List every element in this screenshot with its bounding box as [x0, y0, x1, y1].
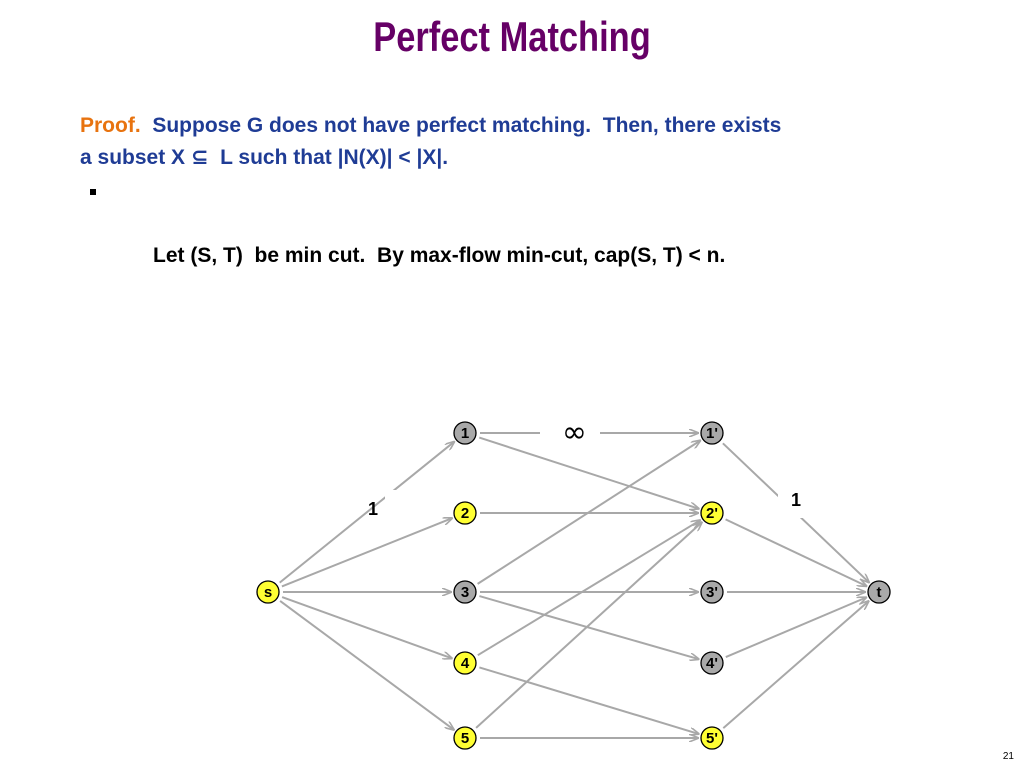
node-label: 4	[461, 655, 470, 672]
node-label: 1	[461, 425, 469, 442]
node-circle	[453, 726, 477, 750]
node-5: 5	[453, 726, 477, 750]
edge-2p-to-t	[725, 518, 867, 586]
node-circle	[453, 421, 477, 445]
proof-line-1: Proof. Suppose G does not have perfect m…	[80, 110, 980, 142]
node-1p: 1'	[700, 421, 724, 445]
node-circle	[700, 726, 724, 750]
proof-text-1: Suppose G does not have perfect matching…	[140, 114, 782, 137]
node-circle	[700, 501, 724, 525]
node-label: t	[877, 584, 882, 601]
edge-s-to-5	[279, 600, 454, 730]
bullet-item: Let (S, T) be min cut. By max-flow min-c…	[80, 176, 980, 304]
node-circle	[700, 580, 724, 604]
node-4: 4	[453, 651, 477, 675]
label-backdrop	[540, 418, 600, 446]
proof-label: Proof.	[80, 114, 141, 137]
node-3p: 3'	[700, 580, 724, 604]
node-circle	[700, 651, 724, 675]
node-1: 1	[453, 421, 477, 445]
node-circle	[453, 651, 477, 675]
node-t: t	[867, 580, 891, 604]
node-2: 2	[453, 501, 477, 525]
page-number: 21	[1002, 751, 1014, 762]
sink-capacity-label: 1	[791, 490, 801, 510]
node-s: s	[256, 580, 280, 604]
edge-4p-to-t	[725, 598, 866, 659]
node-2p: 2'	[700, 501, 724, 525]
node-3: 3	[453, 580, 477, 604]
node-4p: 4'	[700, 651, 724, 675]
proof-text-2: a subset X ⊆ L such that |N(X)| < |X|.	[80, 146, 449, 169]
label-backdrop	[385, 490, 415, 516]
node-circle	[700, 421, 724, 445]
slide-body: Proof. Suppose G does not have perfect m…	[80, 110, 980, 304]
node-label: 3	[461, 584, 469, 601]
node-label: 4'	[706, 655, 718, 672]
node-label: 3'	[706, 584, 718, 601]
edge-s-to-2	[281, 518, 452, 588]
edge-3-to-1p	[477, 441, 701, 585]
bullet-square-icon	[90, 189, 96, 195]
node-label: 5'	[706, 730, 718, 747]
capacity-labels-layer: 1 ∞ 1	[368, 415, 806, 519]
slide-title: Perfect Matching	[373, 13, 651, 60]
node-5p: 5'	[700, 726, 724, 750]
edges-layer	[279, 433, 869, 738]
node-label: 5	[461, 730, 469, 747]
label-backdrop	[778, 492, 806, 518]
edge-3-to-4p	[479, 595, 698, 659]
edge-s-to-4	[281, 596, 452, 658]
edge-s-to-1	[279, 442, 454, 584]
node-circle	[867, 580, 891, 604]
node-label: 2'	[706, 505, 718, 522]
bullet-text: Let (S, T) be min cut. By max-flow min-c…	[153, 244, 726, 267]
node-circle	[453, 501, 477, 525]
edge-5-to-2p	[475, 522, 702, 729]
source-capacity-label: 1	[368, 499, 378, 519]
infinity-capacity-label: ∞	[562, 415, 587, 450]
edge-1-to-2p	[478, 436, 698, 509]
node-label: s	[264, 584, 272, 601]
node-circle	[453, 580, 477, 604]
node-circle	[256, 580, 280, 604]
edge-4-to-5p	[479, 666, 698, 734]
nodes-layer: s 1 2 3 4 5 1' 2' 3' 4' 5' t	[256, 421, 891, 750]
node-label: 2	[461, 505, 469, 522]
edge-5p-to-t	[722, 601, 868, 729]
node-label: 1'	[706, 425, 718, 442]
edge-4-to-2p	[477, 520, 700, 657]
